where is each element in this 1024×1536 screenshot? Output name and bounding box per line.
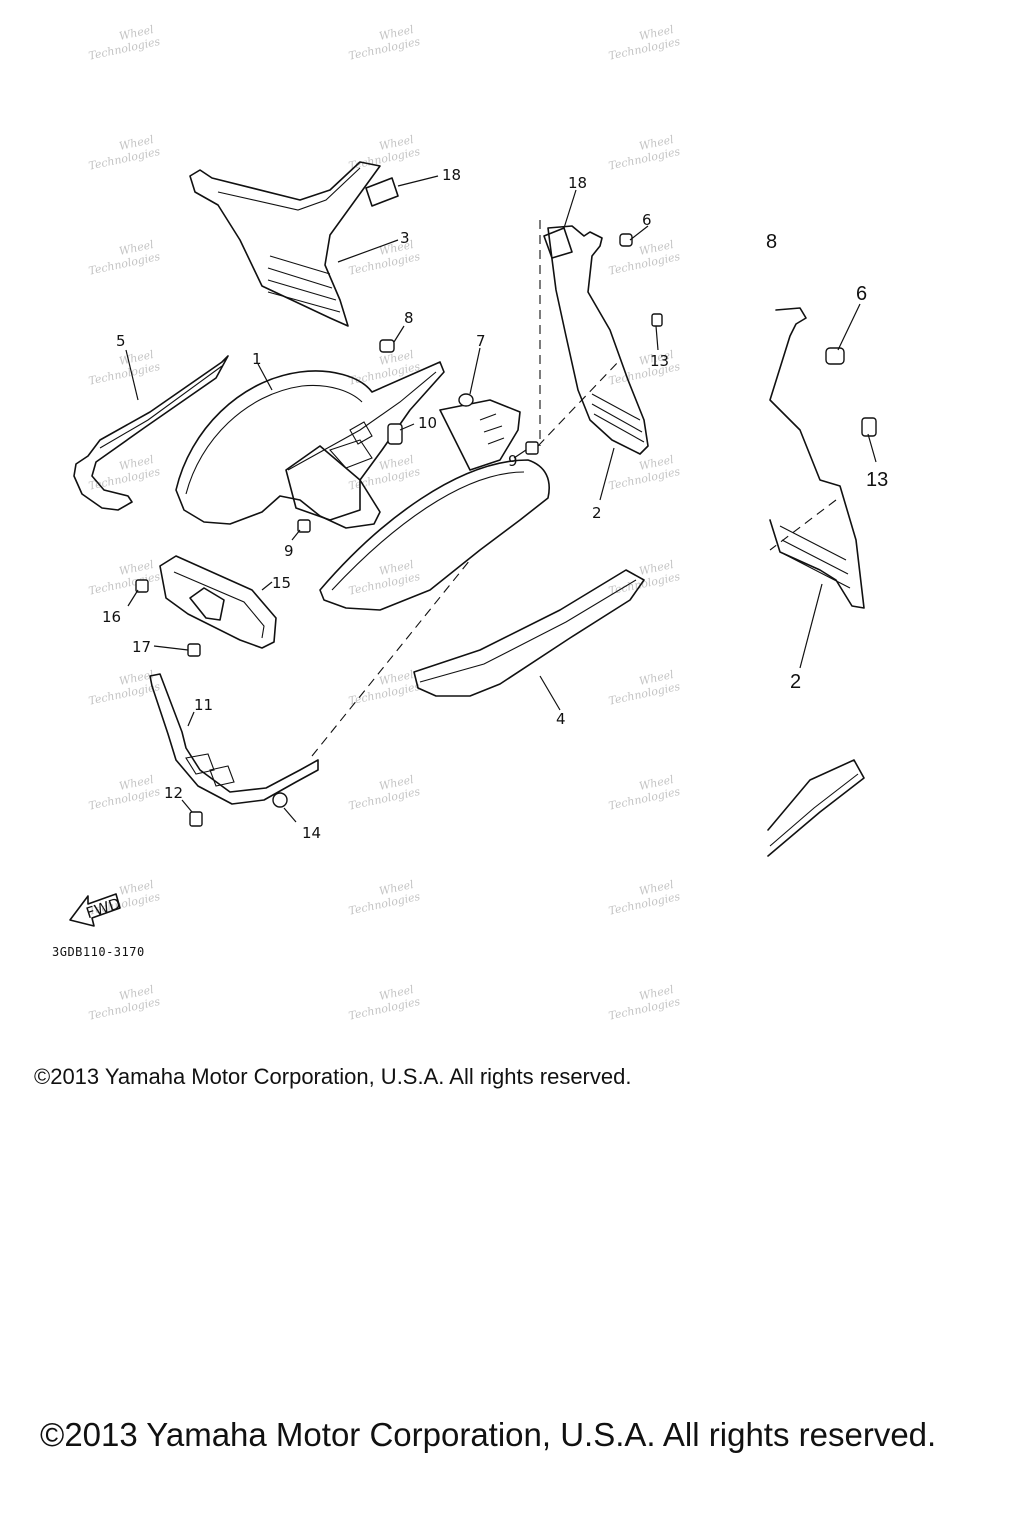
callout-7: 7	[476, 332, 486, 350]
callout-16: 16	[102, 608, 121, 626]
detail-callout-13: 13	[866, 469, 888, 491]
part-2-front-side-panel	[543, 225, 649, 455]
part-1-rear-fender	[175, 361, 445, 529]
part-15-lamp-bracket	[159, 555, 277, 649]
forward-direction-arrow: FWD	[69, 893, 123, 927]
callout-18-right: 18	[568, 174, 587, 192]
callout-9-bottom: 9	[508, 452, 518, 470]
callout-3: 3	[400, 229, 410, 247]
callout-17: 17	[132, 638, 151, 656]
callout-5: 5	[116, 332, 126, 350]
callout-8: 9	[284, 542, 294, 560]
callout-15: 15	[272, 574, 291, 592]
detail-callout-2: 2	[790, 671, 801, 693]
fwd-label: FWD	[84, 894, 123, 922]
front-fender	[285, 399, 550, 611]
detail-callout-8: 8	[766, 231, 777, 253]
diagram-code: 3GDB110-3170	[52, 945, 145, 959]
leader-lines	[127, 189, 659, 823]
watermark-layer: WheelTechnologiesWheelTechnologiesWheelT…	[87, 23, 681, 1023]
callout-10: 10	[418, 414, 437, 432]
copyright-notice-small: ©2013 Yamaha Motor Corporation, U.S.A. A…	[34, 1064, 632, 1089]
callout-6: 6	[642, 211, 652, 229]
callout-2: 2	[592, 504, 602, 522]
callout-13: 13	[650, 352, 669, 370]
callout-9-top: 8	[404, 309, 414, 327]
callout-1: 1	[252, 350, 262, 368]
fastener-hardware	[135, 233, 663, 827]
part-5-mud-flap	[73, 355, 229, 511]
detail-callout-6: 6	[856, 283, 867, 305]
callout-4: 4	[556, 710, 566, 728]
detail-inset	[767, 303, 877, 857]
part-4-fender-strip	[413, 569, 645, 697]
callout-11: 11	[194, 696, 213, 714]
callout-labels: 18 3 5 1 8 7 10 18 6 13 9 2 9 15 16 17 1…	[102, 166, 888, 842]
part-11-guard-bar	[149, 673, 319, 805]
part-3-side-panel	[189, 161, 399, 327]
callout-18-left: 18	[442, 166, 461, 184]
callout-14: 14	[302, 824, 321, 842]
callout-12: 12	[164, 784, 183, 802]
copyright-notice-large: ©2013 Yamaha Motor Corporation, U.S.A. A…	[40, 1416, 937, 1453]
